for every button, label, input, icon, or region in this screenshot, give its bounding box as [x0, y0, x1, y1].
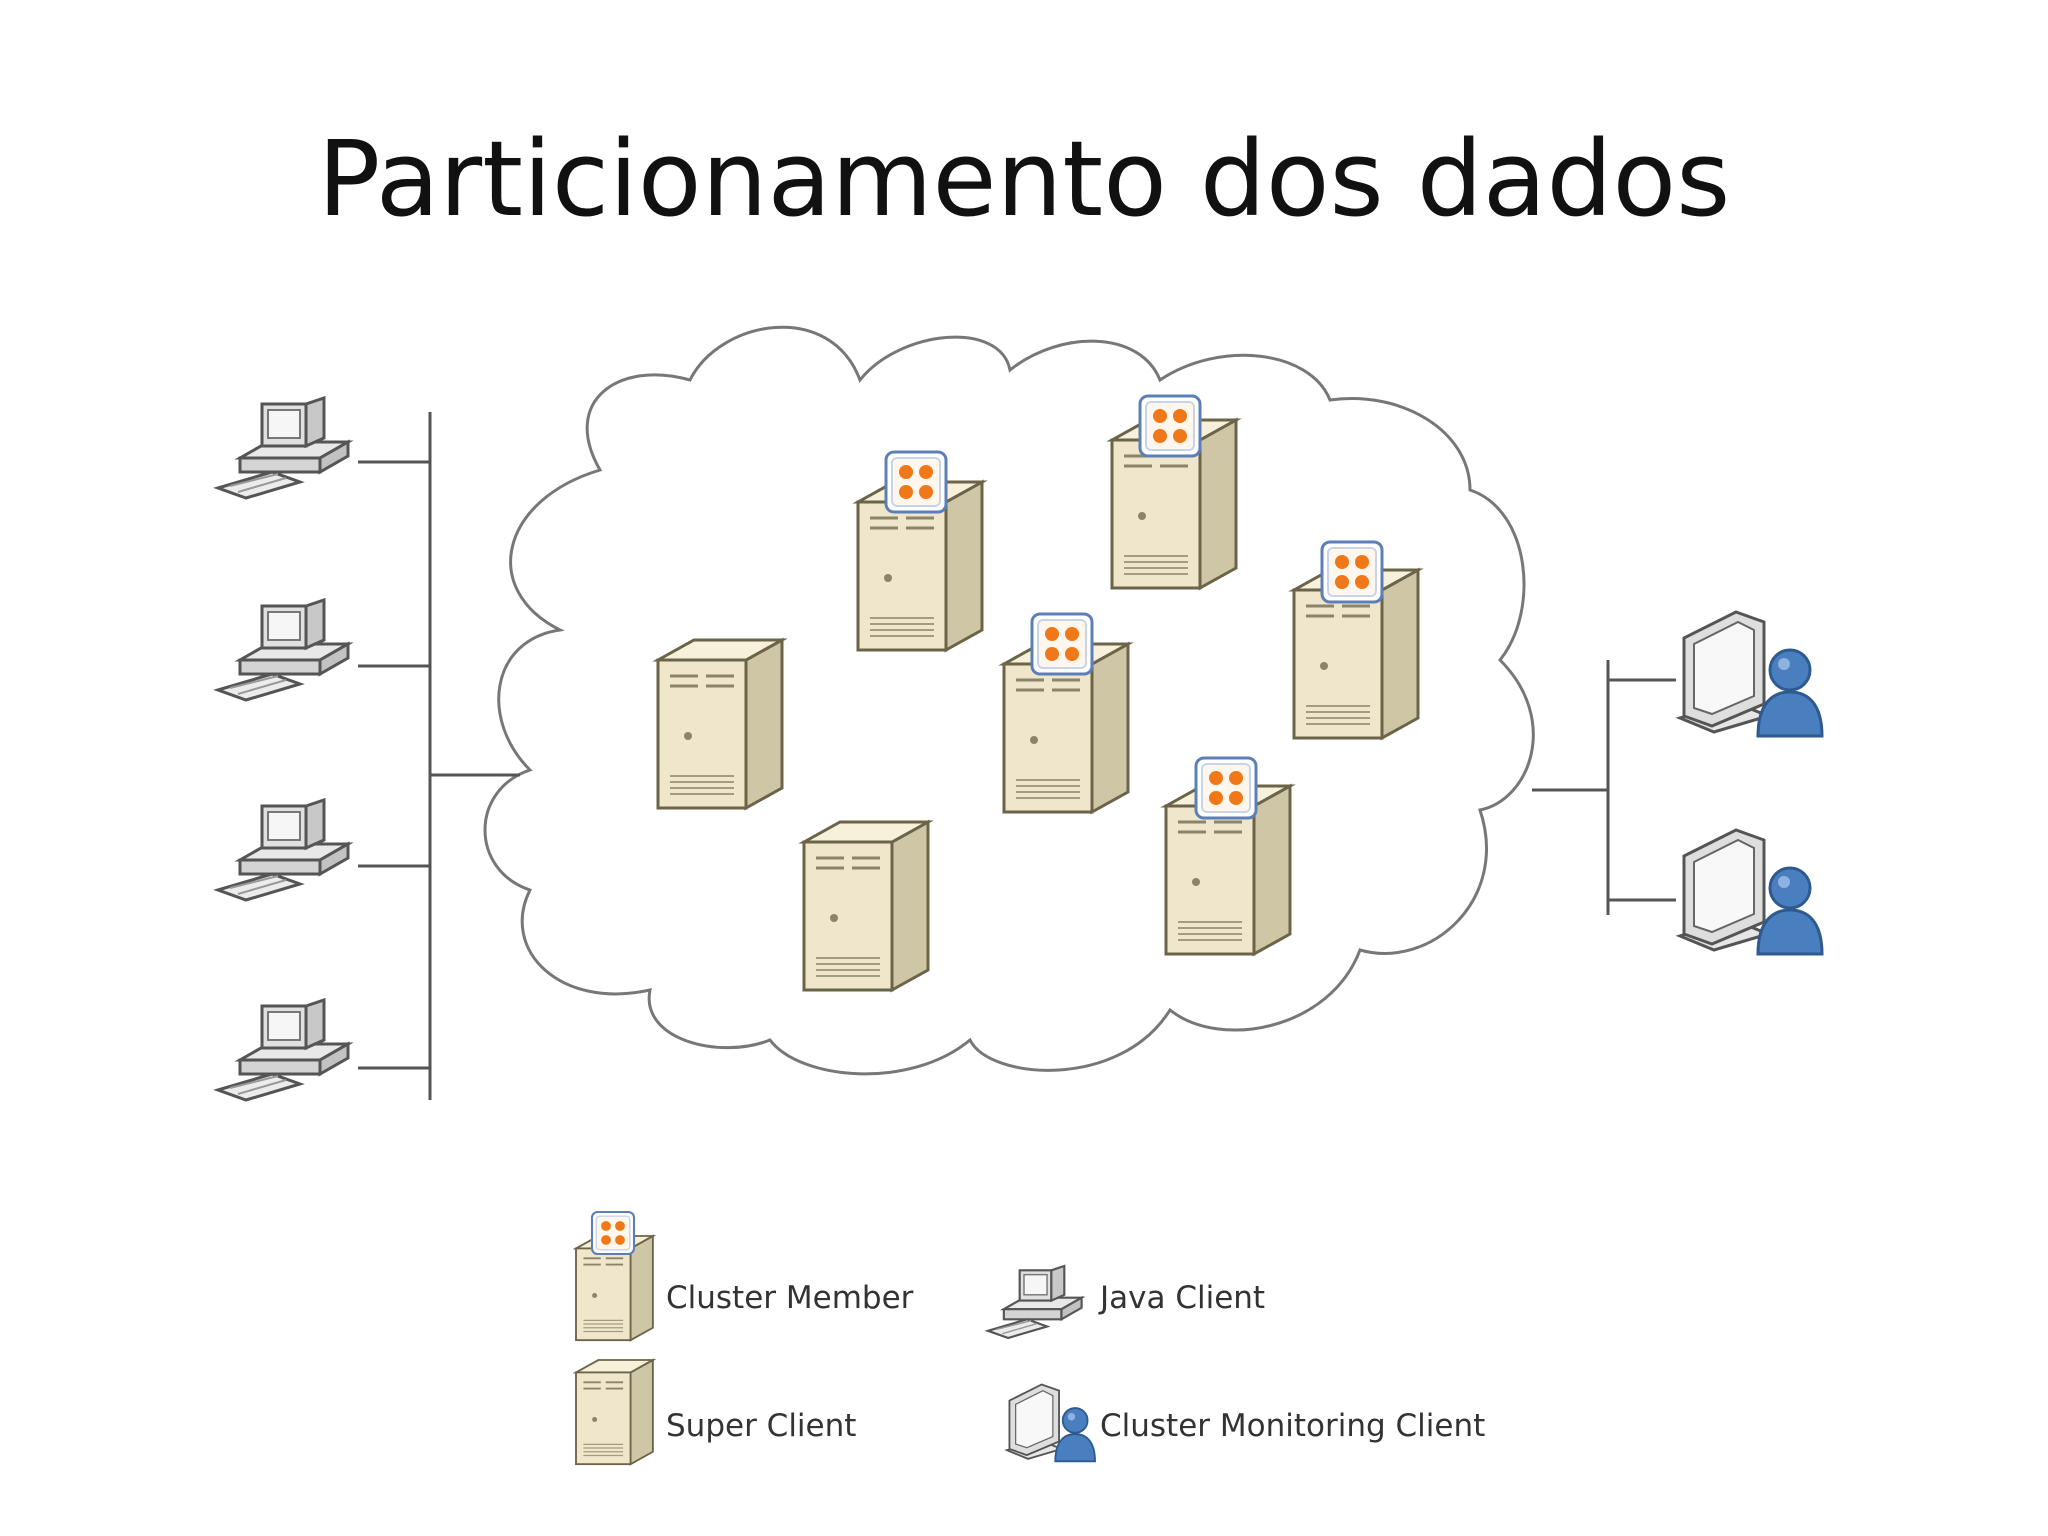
monitor-user-icon [1678, 610, 1824, 738]
right-network-bus [1532, 660, 1676, 915]
monitor-user-icon [1678, 828, 1824, 956]
legend-cluster-monitoring-client: Cluster Monitoring Client [1100, 1408, 1485, 1444]
cluster-badge-icon [1320, 540, 1384, 604]
desktop-computer-icon [216, 396, 350, 500]
cluster-badge-icon [1138, 394, 1202, 458]
legend: Cluster Member Super Client Java Client … [575, 1210, 1485, 1466]
legend-super-client: Super Client [666, 1408, 856, 1444]
server-icon [802, 820, 930, 992]
cluster-badge-icon [590, 1210, 636, 1256]
desktop-computer-icon [216, 998, 350, 1102]
cluster-badge-icon [1194, 756, 1258, 820]
monitor-user-icon [1006, 1383, 1096, 1463]
left-network-bus [358, 412, 520, 1100]
legend-cluster-member: Cluster Member [666, 1280, 914, 1316]
desktop-computer-icon [216, 798, 350, 902]
desktop-computer-icon [216, 598, 350, 702]
slide-title: Particionamento dos dados [317, 118, 1731, 240]
server-icon [656, 638, 784, 810]
cluster-badge-icon [1030, 612, 1094, 676]
legend-java-client: Java Client [1098, 1280, 1265, 1316]
cluster-badge-icon [884, 450, 948, 514]
server-icon [575, 1359, 654, 1466]
desktop-computer-icon [986, 1264, 1083, 1340]
